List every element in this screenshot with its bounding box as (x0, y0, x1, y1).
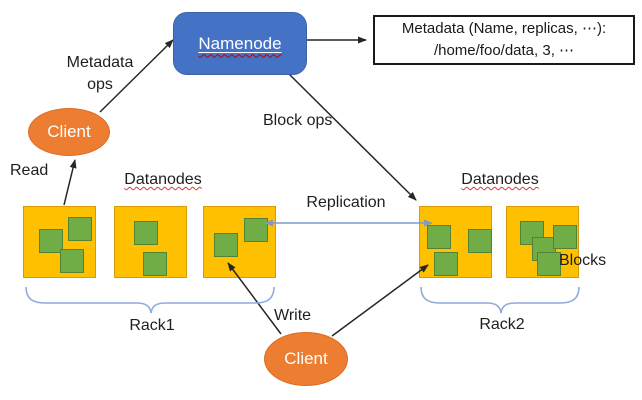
arrow-write-to-rack1 (227, 262, 282, 335)
client-node-bottom: Client (264, 332, 348, 386)
block-ops-label: Block ops (263, 112, 333, 129)
datanode-rack2-1 (419, 206, 492, 278)
datanode-rack1-2 (114, 206, 187, 278)
read-label: Read (10, 162, 49, 179)
write-label: Write (274, 307, 312, 324)
data-block (134, 221, 158, 245)
datanode-rack1-1 (23, 206, 96, 278)
data-block (143, 252, 167, 276)
arrow-read (63, 159, 77, 206)
datanode-rack1-3 (203, 206, 276, 278)
data-block (427, 225, 451, 249)
data-block (68, 217, 92, 241)
arrow-write-to-rack2 (331, 264, 429, 337)
datanodes-left-label: Datanodes (124, 171, 202, 188)
namenode-label: Namenode (198, 33, 282, 53)
metadata-box: Metadata (Name, replicas, ⋯): /home/foo/… (373, 15, 635, 65)
data-block (553, 225, 577, 249)
rack2-label: Rack2 (479, 316, 525, 333)
metadata-line1: Metadata (Name, replicas, ⋯): (401, 19, 607, 37)
datanode-rack2-2 (506, 206, 579, 278)
client-bottom-label: Client (284, 349, 328, 368)
rack1-brace (25, 286, 275, 314)
data-block (214, 233, 238, 257)
arrow-metadata-ops (99, 39, 174, 113)
datanodes-right-label: Datanodes (461, 171, 539, 188)
data-block (39, 229, 63, 253)
data-block (468, 229, 492, 253)
metadata-line2: /home/foo/data, 3, ⋯ (433, 42, 575, 59)
data-block (434, 252, 458, 276)
data-block (60, 249, 84, 273)
replication-label: Replication (306, 194, 386, 211)
metadata-ops-label: Metadata ops (66, 54, 134, 93)
data-block (537, 252, 561, 276)
arrow-block-ops (288, 73, 417, 201)
rack2-brace (420, 286, 580, 314)
namenode-box: Namenode (173, 12, 307, 75)
client-top-label: Client (47, 122, 91, 141)
blocks-label: Blocks (559, 252, 607, 269)
client-node-top: Client (28, 108, 110, 156)
rack1-label: Rack1 (129, 317, 175, 334)
